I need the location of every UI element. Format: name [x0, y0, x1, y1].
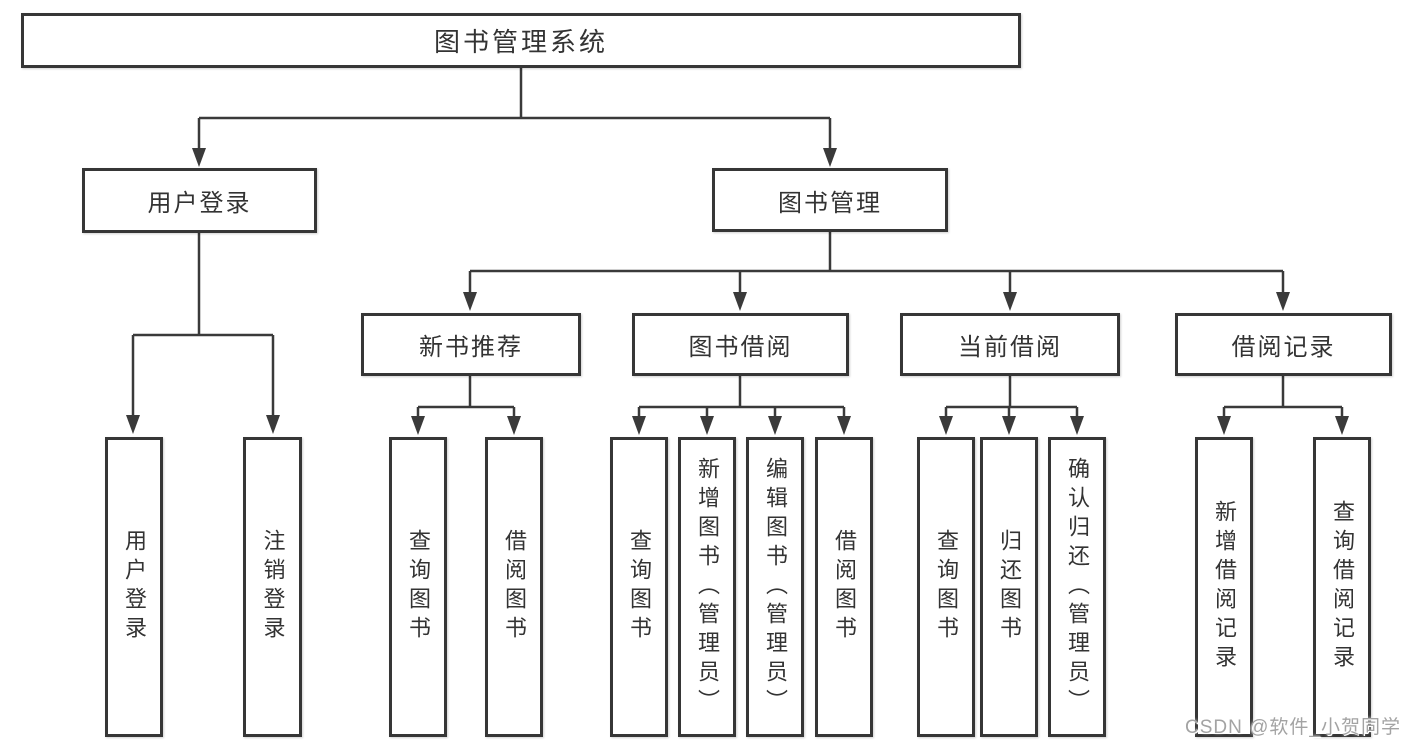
leaf-records-add-record: 新增借阅记录 [1195, 437, 1253, 737]
arrowhead-icon [733, 292, 747, 311]
arrowhead-icon [700, 416, 714, 435]
arrowhead-icon [1276, 292, 1290, 311]
arrowhead-icon [837, 416, 851, 435]
csdn-watermark: CSDN @软件_小贺同学 [1185, 717, 1401, 738]
leaf-user-login-label: 用户登录 [122, 529, 147, 645]
leaf-current-confirm-return-admin-label: 确认归还（管理员） [1065, 456, 1090, 718]
arrowhead-icon [1335, 416, 1349, 435]
connector-book-borrowing [637, 376, 846, 420]
leaf-logout: 注销登录 [243, 437, 302, 737]
node-book-borrowing: 图书借阅 [632, 313, 849, 376]
node-root: 图书管理系统 [21, 13, 1021, 68]
connector-root [197, 68, 832, 152]
leaf-recommend-query-books-label: 查询图书 [406, 529, 431, 645]
leaf-current-return-books: 归还图书 [980, 437, 1038, 737]
node-current-borrowing-label: 当前借阅 [958, 334, 1062, 361]
leaf-user-login: 用户登录 [105, 437, 163, 737]
leaf-borrowing-add-books-admin-label: 新增图书（管理员） [695, 456, 720, 718]
leaf-borrowing-add-books-admin: 新增图书（管理员） [678, 437, 736, 737]
leaf-borrowing-edit-books-admin-label: 编辑图书（管理员） [763, 456, 788, 718]
node-root-label: 图书管理系统 [433, 27, 608, 57]
node-book-management: 图书管理 [712, 168, 948, 232]
arrowhead-icon [1217, 416, 1231, 435]
leaf-records-query-record-label: 查询借阅记录 [1330, 500, 1355, 674]
arrowhead-icon [266, 415, 280, 434]
connector-current-borrowing [944, 376, 1079, 420]
leaf-current-query-books: 查询图书 [917, 437, 975, 737]
arrowhead-icon [411, 416, 425, 435]
arrowhead-icon [939, 416, 953, 435]
leaf-current-query-books-label: 查询图书 [934, 529, 959, 645]
arrowhead-icon [463, 292, 477, 311]
arrowhead-icon [1002, 416, 1016, 435]
node-book-borrowing-label: 图书借阅 [688, 334, 793, 361]
node-borrowing-records: 借阅记录 [1175, 313, 1392, 376]
leaf-records-add-record-label: 新增借阅记录 [1212, 500, 1237, 674]
node-user-login-label: 用户登录 [147, 190, 252, 217]
leaf-recommend-borrow-books: 借阅图书 [485, 437, 543, 737]
arrowhead-icon [192, 148, 206, 167]
arrowhead-icon [1070, 416, 1084, 435]
arrowhead-icon [823, 148, 837, 167]
node-new-book-recommendation-label: 新书推荐 [419, 334, 523, 361]
leaf-borrowing-query-books: 查询图书 [610, 437, 668, 737]
leaf-recommend-query-books: 查询图书 [389, 437, 447, 737]
leaf-borrowing-edit-books-admin: 编辑图书（管理员） [746, 437, 804, 737]
node-current-borrowing: 当前借阅 [900, 313, 1120, 376]
connector-borrowing-records [1222, 376, 1344, 420]
arrowheads [126, 148, 1349, 435]
connector-book-management [468, 232, 1285, 296]
leaf-logout-label: 注销登录 [260, 529, 286, 645]
leaf-records-query-record: 查询借阅记录 [1313, 437, 1371, 737]
leaf-current-return-books-label: 归还图书 [997, 529, 1022, 645]
leaf-recommend-borrow-books-label: 借阅图书 [502, 529, 527, 645]
arrowhead-icon [507, 416, 521, 435]
leaf-borrowing-query-books-label: 查询图书 [627, 529, 652, 645]
connector-new-book-recommendation [416, 376, 516, 420]
leaf-borrowing-borrow-books-label: 借阅图书 [832, 529, 857, 645]
arrowhead-icon [1003, 292, 1017, 311]
leaf-current-confirm-return-admin: 确认归还（管理员） [1048, 437, 1106, 737]
leaf-borrowing-borrow-books: 借阅图书 [815, 437, 873, 737]
node-borrowing-records-label: 借阅记录 [1231, 334, 1336, 361]
arrowhead-icon [126, 415, 140, 434]
node-user-login: 用户登录 [82, 168, 317, 233]
arrowhead-icon [768, 416, 782, 435]
node-new-book-recommendation: 新书推荐 [361, 313, 581, 376]
arrowhead-icon [632, 416, 646, 435]
node-book-management-label: 图书管理 [778, 189, 882, 217]
connector-user-login [131, 233, 275, 419]
